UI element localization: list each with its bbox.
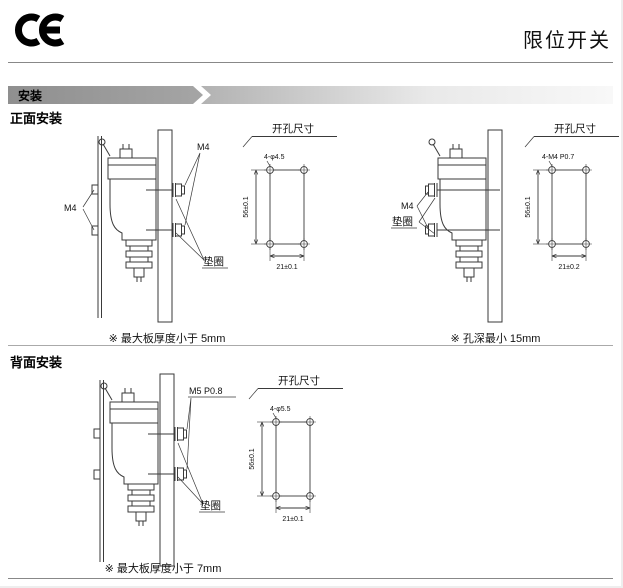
front-right-switch-drawing: M4 垫圈: [391, 129, 503, 323]
washer-leader: [418, 197, 436, 235]
m4-label: M4: [401, 201, 414, 211]
m4-leader: [416, 191, 429, 229]
height-dim-label: 56±0.1: [243, 196, 250, 217]
front-right-note: ※ 孔深最小 15mm: [450, 333, 541, 345]
hole-spec-label: 4-φ4.5: [264, 154, 285, 161]
banner-label: 安装: [18, 88, 43, 103]
bottom-rule: [8, 578, 613, 579]
banner-segment-dark: 安装: [8, 86, 203, 104]
washer-label: 垫圈: [392, 215, 413, 228]
banner-segment-light: [201, 86, 613, 104]
back-switch-drawing: M5 P0.8 垫圈: [93, 373, 236, 567]
back-hole-dimension-drawing: 开孔尺寸 4-φ5.5 56±0.1 21±0.1: [248, 374, 343, 523]
washer-leader: [175, 198, 205, 261]
section-divider: [8, 345, 613, 346]
width-dim-label: 21±0.2: [558, 264, 579, 271]
width-dim-label: 21±0.1: [282, 516, 303, 523]
width-dim-label: 21±0.1: [276, 264, 297, 271]
height-dim-label: 56±0.1: [525, 196, 532, 217]
m4-left-leader: [82, 189, 95, 231]
washer-label: 垫圈: [203, 255, 224, 268]
hole-spec-label: 4-φ5.5: [270, 406, 291, 413]
washer-leader: [177, 442, 204, 505]
screw-spec-label: M5 P0.8: [189, 386, 223, 396]
height-dim-label: 56±0.1: [249, 448, 256, 469]
m4-left-label: M4: [64, 203, 77, 213]
back-note: ※ 最大板厚度小于 7mm: [104, 563, 222, 575]
dim-title: 开孔尺寸: [278, 374, 320, 387]
m4-top-label: M4: [197, 142, 210, 152]
front-left-switch-drawing: M4 M4 垫圈: [64, 129, 228, 323]
install-banner: 安装: [8, 86, 613, 104]
screw-spec-leader: [186, 397, 192, 470]
washer-label: 垫圈: [200, 499, 221, 512]
front-left-note: ※ 最大板厚度小于 5mm: [108, 333, 226, 345]
dim-title: 开孔尺寸: [272, 122, 314, 135]
hole-spec-label: 4-M4 P0.7: [542, 154, 574, 161]
front-left-hole-dimension-drawing: 开孔尺寸 4-φ4.5 56±0.1 21±0.1: [242, 122, 337, 271]
ce-mark-logo: [15, 13, 65, 47]
front-mount-heading: 正面安装: [10, 111, 63, 126]
header-rule: [8, 62, 613, 63]
dim-title: 开孔尺寸: [554, 122, 596, 135]
front-right-hole-dimension-drawing: 开孔尺寸 4-M4 P0.7 56±0.1 21±0.2: [524, 122, 619, 271]
m4-top-leader: [184, 152, 201, 226]
page-title: 限位开关: [523, 30, 611, 52]
back-mount-heading: 背面安装: [10, 355, 63, 370]
